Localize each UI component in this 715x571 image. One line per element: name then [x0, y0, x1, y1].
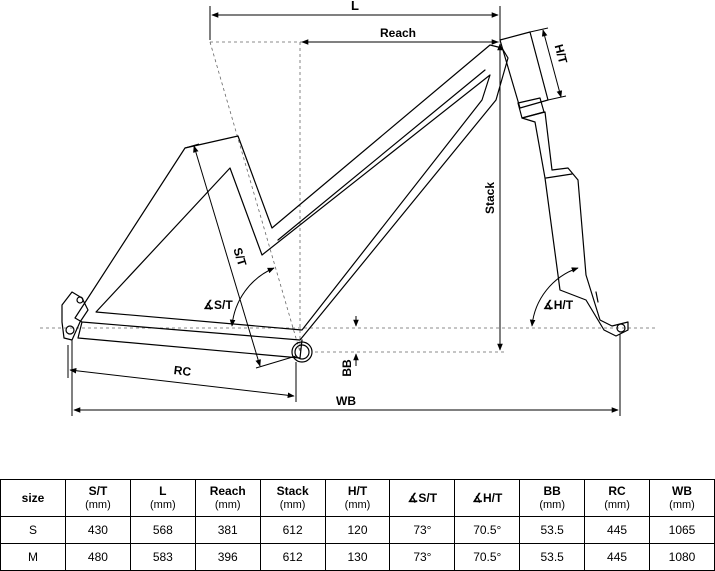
bb-label: BB [340, 359, 354, 377]
value-cell: 612 [259, 516, 326, 544]
value-cell: 430 [65, 516, 131, 544]
st-angle-label: ∡S/T [203, 298, 233, 312]
value-cell: 583 [129, 543, 196, 571]
table-row: M 480 583 396 612 130 73° 70.5° 53.5 445… [0, 543, 715, 571]
column-header: WB(mm) [649, 479, 715, 517]
value-cell: 120 [324, 516, 391, 544]
value-cell: 480 [65, 543, 131, 571]
wb-label: WB [336, 394, 356, 408]
column-header: Stack(mm) [259, 479, 326, 517]
ht-dimension: H/T [529, 27, 571, 101]
l-dimension: L [209, 0, 501, 40]
size-cell: M [0, 543, 66, 571]
value-cell: 381 [194, 516, 261, 544]
table-row: S 430 568 381 612 120 73° 70.5° 53.5 445… [0, 516, 715, 544]
frame-geometry-diagram: L Reach H/T Stack S/T ∡S/T ∡H/T BB [40, 0, 655, 416]
value-cell: 130 [324, 543, 391, 571]
column-header: BB(mm) [519, 479, 586, 517]
bike-frame [61, 31, 549, 363]
wb-dimension: WB [71, 334, 621, 416]
value-cell: 53.5 [519, 543, 586, 571]
geometry-table: size S/T(mm) L(mm) Reach(mm) Stack(mm) H… [0, 479, 715, 571]
rc-label: RC [173, 363, 192, 379]
stack-label: Stack [483, 182, 497, 214]
value-cell: 568 [129, 516, 196, 544]
column-header: ∡H/T [454, 479, 521, 517]
table-header-row: size S/T(mm) L(mm) Reach(mm) Stack(mm) H… [0, 479, 715, 517]
fork [521, 111, 629, 337]
value-cell: 1065 [649, 516, 715, 544]
value-cell: 70.5° [454, 516, 521, 544]
l-label: L [351, 0, 359, 13]
value-cell: 445 [584, 543, 651, 571]
reach-label: Reach [380, 26, 416, 40]
column-header: H/T(mm) [324, 479, 391, 517]
value-cell: 1080 [649, 543, 715, 571]
ht-angle-label: ∡H/T [543, 298, 574, 312]
value-cell: 73° [389, 543, 456, 571]
bb-dimension: BB [340, 316, 359, 377]
size-cell: S [0, 516, 66, 544]
ht-angle-dimension: ∡H/T [529, 267, 579, 327]
ht-label: H/T [552, 43, 571, 66]
st-angle-dimension: ∡S/T [203, 267, 275, 327]
column-header: ∡S/T [389, 479, 456, 517]
value-cell: 612 [259, 543, 326, 571]
value-cell: 73° [389, 516, 456, 544]
value-cell: 445 [584, 516, 651, 544]
rc-dimension: RC [67, 345, 297, 402]
column-header: L(mm) [129, 479, 196, 517]
value-cell: 396 [194, 543, 261, 571]
value-cell: 70.5° [454, 543, 521, 571]
st-dimension: S/T [184, 143, 297, 369]
stack-dimension: Stack [483, 43, 503, 351]
value-cell: 53.5 [519, 516, 586, 544]
size-header: size [0, 479, 66, 517]
column-header: RC(mm) [584, 479, 651, 517]
column-header: Reach(mm) [194, 479, 261, 517]
st-label: S/T [230, 246, 249, 269]
reach-dimension: Reach [301, 26, 499, 45]
column-header: S/T(mm) [65, 479, 131, 517]
